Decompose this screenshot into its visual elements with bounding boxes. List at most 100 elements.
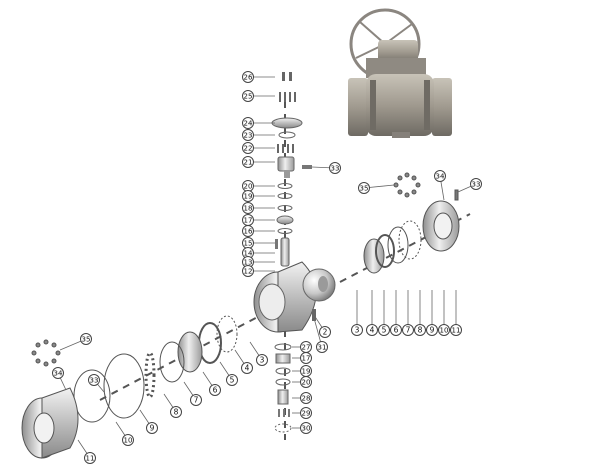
callout-number: 23 [244, 132, 253, 140]
callout-number: 4 [370, 326, 375, 335]
callout-number: 26 [244, 74, 253, 82]
left-seat-rings [21, 315, 238, 459]
callout-12: 12 [242, 265, 275, 277]
callout-number: 19 [302, 368, 311, 376]
callout-9: 9 [139, 409, 158, 434]
callout-10: 10 [438, 290, 450, 336]
right-flange [432, 78, 452, 136]
callout-number: 24 [244, 120, 253, 128]
callout-35: 35 [358, 182, 395, 194]
callout-number: 35 [82, 336, 91, 344]
callout-35: 35 [59, 333, 92, 351]
callout-number: 7 [406, 326, 411, 335]
callout-number: 29 [302, 410, 311, 418]
callout-33: 33 [457, 178, 482, 193]
callout-23: 23 [242, 129, 275, 141]
callout-number: 18 [244, 205, 253, 213]
callout-14: 14 [242, 247, 275, 259]
callout-number: 8 [418, 326, 423, 335]
callout-number: 3 [355, 326, 360, 335]
gland-flange [271, 117, 303, 129]
right-seat-rings [363, 172, 460, 274]
callout-number: 20 [244, 183, 253, 191]
callout-number: 33 [331, 165, 340, 173]
callout-number: 14 [244, 250, 253, 258]
callout-8: 8 [163, 393, 182, 418]
callout-number: 25 [244, 93, 253, 101]
callout-6: 6 [390, 290, 402, 336]
callout-number: 34 [54, 370, 63, 378]
callout-number: 20 [302, 379, 311, 387]
callout-34: 34 [52, 367, 67, 391]
callout-28: 28 [292, 392, 312, 404]
callout-34: 34 [434, 170, 446, 201]
callout-number: 13 [244, 259, 253, 267]
callout-33: 33 [88, 374, 105, 393]
callout-15: 15 [242, 237, 275, 249]
callout-16: 16 [242, 225, 275, 237]
callout-24: 24 [242, 117, 275, 129]
stem-top [277, 156, 295, 172]
lower-trunnion-parts [274, 343, 292, 433]
callout-number: 33 [472, 181, 481, 189]
callout-2: 2 [311, 311, 331, 338]
left-flange [348, 78, 368, 136]
callout-number: 16 [244, 228, 253, 236]
callout-number: 3 [260, 356, 265, 365]
callout-number: 15 [244, 240, 253, 248]
callout-17: 17 [292, 352, 312, 364]
callout-6: 6 [202, 371, 221, 396]
callout-19: 19 [242, 190, 275, 202]
callout-number: 11 [452, 327, 461, 335]
callout-27: 27 [292, 341, 312, 353]
callout-number: 5 [230, 376, 235, 385]
callout-7: 7 [402, 290, 414, 336]
callout-30: 30 [292, 422, 312, 434]
callout-20: 20 [242, 180, 275, 192]
callout-number: 6 [394, 326, 399, 335]
callout-20: 20 [292, 376, 312, 388]
callout-number: 8 [174, 408, 179, 417]
callout-number: 35 [360, 185, 369, 193]
callout-25: 25 [242, 90, 275, 102]
callout-33: 33 [311, 162, 341, 174]
callout-22: 22 [242, 142, 275, 154]
callout-11: 11 [77, 439, 96, 464]
callout-number: 17 [302, 355, 311, 363]
callout-3: 3 [351, 290, 363, 336]
callout-31: 31 [313, 317, 328, 353]
callout-number: 10 [124, 437, 133, 445]
callout-10: 10 [115, 421, 134, 446]
assembled-valve-photo [348, 8, 452, 138]
callout-18: 18 [242, 202, 275, 214]
callout-number: 31 [318, 344, 327, 352]
callout-3: 3 [249, 341, 268, 366]
callout-number: 5 [382, 326, 387, 335]
callout-5: 5 [219, 361, 238, 386]
valve-body [366, 74, 434, 136]
callout-number: 17 [244, 217, 253, 225]
callout-7: 7 [183, 381, 202, 406]
callout-8: 8 [414, 290, 426, 336]
callout-19: 19 [292, 365, 312, 377]
callout-9: 9 [426, 290, 438, 336]
callout-number: 21 [244, 159, 253, 167]
callout-17: 17 [242, 214, 275, 226]
callout-4: 4 [366, 290, 378, 336]
callout-29: 29 [292, 407, 312, 419]
callout-number: 27 [302, 344, 311, 352]
stem [280, 237, 290, 267]
callout-number: 9 [430, 326, 435, 335]
callout-number: 34 [436, 173, 445, 181]
body-group [253, 261, 336, 333]
callout-21: 21 [242, 156, 275, 168]
callout-4: 4 [234, 349, 253, 374]
callout-number: 7 [194, 396, 199, 405]
callout-number: 6 [213, 386, 218, 395]
callout-number: 19 [244, 193, 253, 201]
callout-number: 28 [302, 395, 311, 403]
callout-number: 30 [302, 425, 311, 433]
